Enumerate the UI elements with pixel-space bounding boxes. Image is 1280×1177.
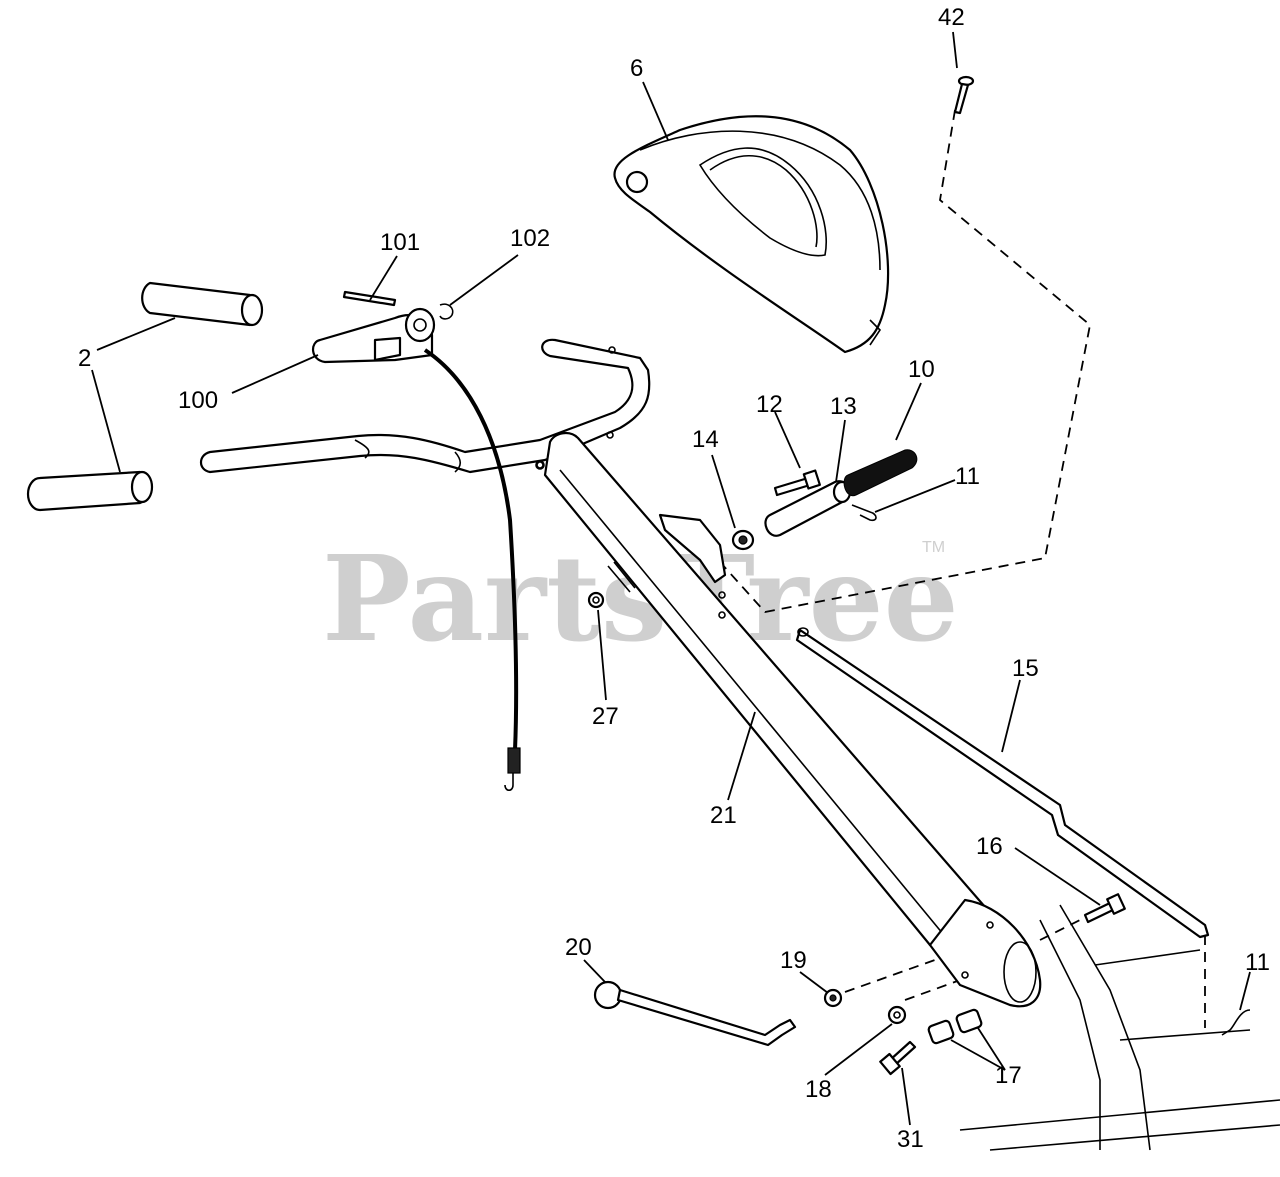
callout-13: 13 <box>830 393 857 420</box>
callout-labels: 42 6 101 102 2 100 10 12 13 14 11 27 15 … <box>78 4 1270 1153</box>
callout-102: 102 <box>510 225 550 252</box>
callout-14: 14 <box>692 426 719 453</box>
callout-27: 27 <box>592 703 619 730</box>
callout-42: 42 <box>938 4 965 31</box>
part-42-bolt <box>953 75 975 115</box>
part-21-handle-tube <box>535 432 1042 1008</box>
part-31-bolt <box>879 1040 917 1076</box>
callout-101: 101 <box>380 229 420 256</box>
callout-11-upper: 11 <box>955 463 980 490</box>
part-13-tube <box>764 480 852 537</box>
part-10-grip <box>843 449 918 497</box>
part-2-grip-lower <box>26 470 154 512</box>
part-12-bolt <box>773 469 821 497</box>
callout-11-lower: 11 <box>1245 949 1270 976</box>
callout-19: 19 <box>780 947 807 974</box>
part-18-nut <box>887 1005 907 1025</box>
part-101-pin <box>342 290 397 307</box>
callout-100: 100 <box>178 387 218 414</box>
part-11-pin-lower <box>1221 1009 1251 1036</box>
part-27-nut <box>587 591 605 609</box>
part-16-bolt <box>1083 893 1126 924</box>
part-20-shift-lever <box>593 980 797 1047</box>
callout-2: 2 <box>78 345 91 372</box>
part-15-rod <box>795 627 1210 939</box>
callout-17: 17 <box>995 1062 1022 1089</box>
leader-lines <box>91 31 1251 1126</box>
part-102-clip <box>439 303 454 320</box>
callout-15: 15 <box>1012 655 1039 682</box>
part-2-grip-upper <box>141 281 264 327</box>
control-cable <box>423 348 521 792</box>
part-100-lever <box>312 307 436 364</box>
handlebar <box>199 338 651 474</box>
callout-6: 6 <box>630 55 643 82</box>
callout-16: 16 <box>976 833 1003 860</box>
part-6-cover <box>613 115 890 354</box>
watermark-tm: TM <box>922 539 945 556</box>
callout-31: 31 <box>897 1126 924 1153</box>
callout-21: 21 <box>710 802 737 829</box>
callout-12: 12 <box>756 391 783 418</box>
part-11-pin-upper <box>851 504 877 522</box>
part-14-spacer <box>731 529 755 551</box>
part-19-washer <box>823 988 843 1008</box>
callout-10: 10 <box>908 356 935 383</box>
callout-18: 18 <box>805 1076 832 1103</box>
callout-20: 20 <box>565 934 592 961</box>
part-17-pads <box>927 1008 983 1045</box>
dashed-line-42 <box>719 109 1091 613</box>
